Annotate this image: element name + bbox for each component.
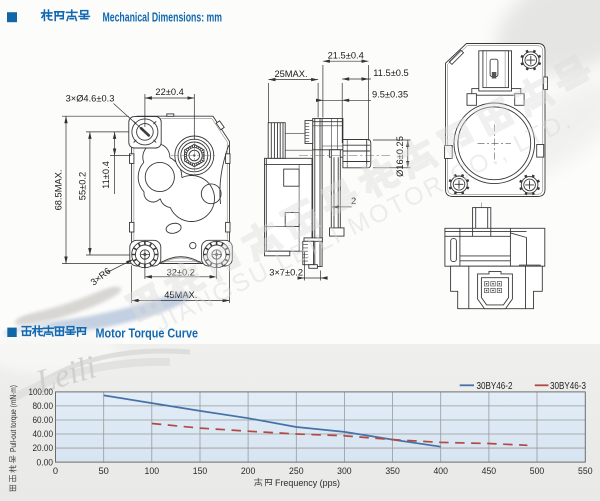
svg-text:Frequency (pps): Frequency (pps) <box>275 478 340 488</box>
svg-text:3×Ø4.6±0.3: 3×Ø4.6±0.3 <box>66 94 115 104</box>
svg-text:350: 350 <box>385 466 400 476</box>
svg-text:0: 0 <box>53 466 58 476</box>
svg-text:21.5±0.4: 21.5±0.4 <box>328 51 364 61</box>
svg-text:11.5±0.5: 11.5±0.5 <box>373 68 408 78</box>
svg-text:30BY46-2: 30BY46-2 <box>477 381 513 392</box>
svg-text:100.00: 100.00 <box>29 387 54 397</box>
svg-text:300: 300 <box>337 466 352 476</box>
svg-text:20.00: 20.00 <box>33 443 54 453</box>
svg-text:400: 400 <box>433 466 448 476</box>
svg-text:150: 150 <box>193 466 208 476</box>
svg-text:11±0.4: 11±0.4 <box>101 161 111 189</box>
svg-text:100: 100 <box>145 466 160 476</box>
svg-text:500: 500 <box>530 466 545 476</box>
svg-text:9.5±0.35: 9.5±0.35 <box>372 90 408 100</box>
svg-text:22±0.4: 22±0.4 <box>155 87 183 97</box>
svg-text:30BY46-3: 30BY46-3 <box>550 381 586 392</box>
svg-text:80.00: 80.00 <box>33 401 54 411</box>
svg-text:55±0.2: 55±0.2 <box>78 172 88 200</box>
svg-text:200: 200 <box>241 466 256 476</box>
svg-text:Mechanical Dimensions: mm: Mechanical Dimensions: mm <box>103 10 223 25</box>
svg-text:60.00: 60.00 <box>33 415 54 425</box>
svg-text:0.00: 0.00 <box>37 457 54 467</box>
svg-text:250: 250 <box>289 466 304 476</box>
svg-text:40.00: 40.00 <box>33 429 54 439</box>
svg-text:3×7±0.2: 3×7±0.2 <box>269 268 303 278</box>
svg-text:550: 550 <box>578 466 593 476</box>
svg-text:50: 50 <box>99 466 109 476</box>
svg-text:25MAX.: 25MAX. <box>274 69 307 79</box>
svg-text:68.5MAX.: 68.5MAX. <box>54 170 64 211</box>
svg-text:Motor Torque Curve: Motor Torque Curve <box>96 326 199 341</box>
svg-text:450: 450 <box>482 466 497 476</box>
svg-text:Pull-out torque (mN·m): Pull-out torque (mN·m) <box>9 385 18 452</box>
